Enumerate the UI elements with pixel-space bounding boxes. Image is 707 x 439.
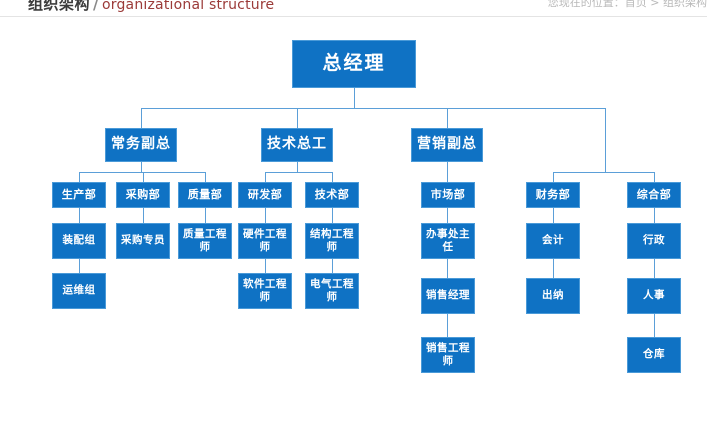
connector-c-tech — [332, 208, 333, 223]
breadcrumb[interactable]: 您现在的位置：首页 > 组织架构 — [547, 0, 707, 9]
org-node-vp_sales[interactable]: 营销副总 — [411, 128, 483, 162]
connector-c-purch — [143, 208, 144, 223]
org-node-hr_adm[interactable]: 行政 — [627, 223, 681, 259]
page-title-en: organizational structure — [102, 0, 275, 13]
org-node-cto[interactable]: 技术总工 — [261, 128, 333, 162]
org-node-sales_mgr[interactable]: 销售经理 — [421, 278, 475, 314]
org-node-rd[interactable]: 研发部 — [238, 182, 292, 208]
org-node-label: 仓库 — [643, 348, 665, 361]
org-node-label: 电气工程师 — [310, 277, 354, 303]
org-node-label: 综合部 — [636, 188, 672, 202]
org-node-label: 硬件工程师 — [243, 227, 287, 253]
org-node-ops[interactable]: 运维组 — [52, 273, 106, 309]
org-node-label: 生产部 — [61, 188, 97, 202]
connector-gm-drop-vp2 — [447, 108, 448, 128]
connector-c-hr — [654, 314, 655, 337]
connector-c-market — [447, 208, 448, 223]
org-node-vp_exec[interactable]: 常务副总 — [105, 128, 177, 162]
page-header: 组织架构/organizational structure 您现在的位置：首页 … — [0, 0, 707, 17]
connector-vp1-bus — [79, 172, 205, 173]
org-node-label: 行政 — [643, 234, 665, 247]
org-node-label: 结构工程师 — [310, 227, 354, 253]
org-node-market[interactable]: 市场部 — [421, 182, 475, 208]
org-node-assembly[interactable]: 装配组 — [52, 223, 106, 259]
connector-cto-bus — [265, 172, 332, 173]
connector-right-drop-fin — [553, 172, 554, 182]
connector-c-prod — [79, 208, 80, 223]
connector-gm-stem — [354, 88, 355, 108]
connector-vp1-drop-c — [205, 172, 206, 182]
org-node-hw_eng[interactable]: 硬件工程师 — [238, 223, 292, 259]
connector-vp2-stem — [447, 162, 448, 182]
org-node-acct[interactable]: 会计 — [526, 223, 580, 259]
org-node-label: 销售工程师 — [426, 341, 470, 367]
org-node-label: 质量工程师 — [183, 227, 227, 253]
connector-c-fin — [553, 208, 554, 223]
connector-right-drop-adm — [654, 172, 655, 182]
page-title-cn: 组织架构 — [28, 0, 91, 13]
org-node-wh[interactable]: 仓库 — [627, 337, 681, 373]
connector-vp1-drop-b — [143, 172, 144, 182]
org-node-qa_eng[interactable]: 质量工程师 — [178, 223, 232, 259]
org-node-label: 营销副总 — [417, 136, 477, 153]
org-node-label: 市场部 — [430, 188, 466, 202]
org-node-label: 办事处主任 — [426, 227, 470, 253]
org-node-label: 会计 — [542, 234, 564, 247]
header-divider — [0, 16, 707, 17]
org-node-label: 采购部 — [125, 188, 161, 202]
connector-c-hradm — [654, 259, 655, 278]
connector-gm-drop-right — [605, 108, 606, 172]
org-node-label: 技术部 — [314, 188, 350, 202]
org-node-label: 技术总工 — [267, 136, 327, 153]
connector-c-qa — [205, 208, 206, 223]
connector-cto-drop-a — [265, 172, 266, 182]
connector-c-assembly — [79, 259, 80, 273]
org-node-qa[interactable]: 质量部 — [178, 182, 232, 208]
org-node-label: 软件工程师 — [243, 277, 287, 303]
connector-c-hw — [265, 259, 266, 273]
connector-cto-stem — [297, 162, 298, 172]
title-separator: / — [93, 0, 99, 13]
connector-c-office — [447, 259, 448, 278]
org-node-label: 人事 — [643, 289, 665, 302]
org-node-purch[interactable]: 采购部 — [116, 182, 170, 208]
org-node-label: 质量部 — [187, 188, 223, 202]
org-chart: 总经理常务副总 技术总工 营销副总生产部 采购部 质量部 研发部 技术部 市场部 财务部 综合部装… — [0, 17, 707, 439]
connector-right-bus — [553, 172, 654, 173]
org-node-label: 销售经理 — [426, 289, 470, 302]
connector-c-acct — [553, 259, 554, 278]
org-node-label: 装配组 — [62, 234, 96, 247]
org-node-label: 财务部 — [535, 188, 571, 202]
connector-vp1-drop-a — [79, 172, 80, 182]
connector-gm-bus — [141, 108, 605, 109]
org-node-tech[interactable]: 技术部 — [305, 182, 359, 208]
org-node-prod[interactable]: 生产部 — [52, 182, 106, 208]
connector-cto-drop-b — [332, 172, 333, 182]
org-node-label: 采购专员 — [121, 234, 165, 247]
connector-c-st — [332, 259, 333, 273]
org-node-gm[interactable]: 总经理 — [292, 40, 416, 88]
org-node-cashier[interactable]: 出纳 — [526, 278, 580, 314]
connector-c-rd — [265, 208, 266, 223]
org-node-office[interactable]: 办事处主任 — [421, 223, 475, 259]
org-node-label: 总经理 — [322, 52, 386, 75]
org-node-label: 出纳 — [542, 289, 564, 302]
org-node-sales_eng[interactable]: 销售工程师 — [421, 337, 475, 373]
org-node-label: 运维组 — [62, 284, 96, 297]
connector-vp1-stem — [141, 162, 142, 172]
org-node-sw_eng[interactable]: 软件工程师 — [238, 273, 292, 309]
org-node-buyer[interactable]: 采购专员 — [116, 223, 170, 259]
org-node-fin[interactable]: 财务部 — [526, 182, 580, 208]
connector-c-admin — [654, 208, 655, 223]
connector-c-salesmgr — [447, 314, 448, 337]
page-title: 组织架构/organizational structure — [28, 0, 274, 14]
org-node-label: 研发部 — [247, 188, 283, 202]
org-node-hr[interactable]: 人事 — [627, 278, 681, 314]
org-node-label: 常务副总 — [111, 136, 171, 153]
org-node-st_eng[interactable]: 结构工程师 — [305, 223, 359, 259]
connector-gm-drop-cto — [297, 108, 298, 128]
org-node-ee_eng[interactable]: 电气工程师 — [305, 273, 359, 309]
org-node-admin[interactable]: 综合部 — [627, 182, 681, 208]
connector-gm-drop-vp1 — [141, 108, 142, 128]
